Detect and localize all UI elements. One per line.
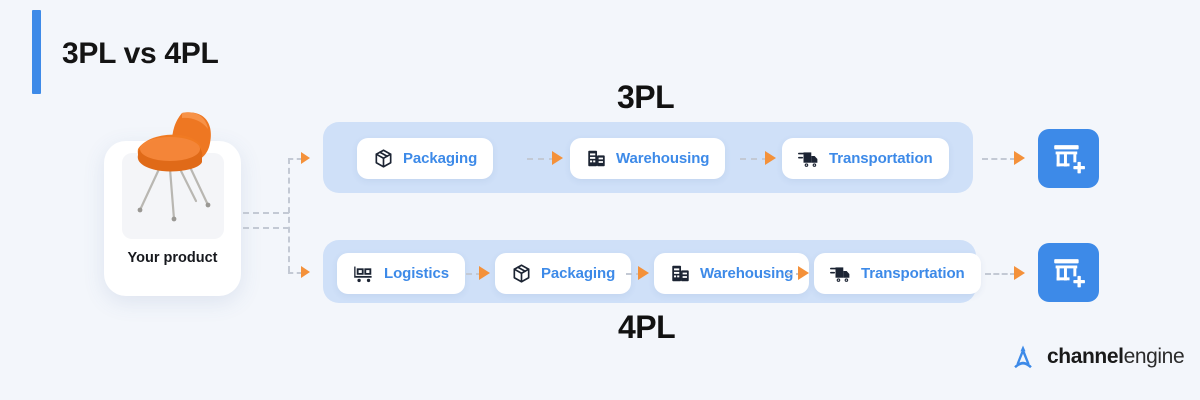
connector-3pl-1: [527, 158, 555, 160]
step-chip-warehousing-4pl[interactable]: Warehousing: [654, 253, 810, 294]
connector-4pl-1: [466, 273, 482, 275]
step-chip-transportation-3pl[interactable]: Transportation: [782, 138, 949, 179]
connector-3pl-dest: [982, 158, 1016, 160]
connector-product-bottom: [243, 227, 289, 229]
step-label: Warehousing: [700, 265, 794, 282]
connector-4pl-2: [626, 273, 642, 275]
channelengine-logo-icon: [1014, 345, 1032, 369]
page-title: 3PL vs 4PL: [62, 37, 219, 70]
step-chip-packaging-4pl[interactable]: Packaging: [495, 253, 632, 294]
arrow-4pl-1: [479, 266, 490, 280]
step-chip-warehousing-3pl[interactable]: Warehousing: [570, 138, 726, 179]
arrow-3pl-1: [552, 151, 563, 165]
connector-product-top: [243, 212, 289, 214]
step-chip-packaging-3pl[interactable]: Packaging: [357, 138, 494, 179]
step-label: Packaging: [403, 150, 478, 167]
step-chip-logistics-4pl[interactable]: Logistics: [337, 253, 465, 294]
connector-4pl-3: [786, 273, 802, 275]
brand-name-light: engine: [1123, 345, 1185, 368]
connector-4pl-dest: [985, 273, 1016, 275]
step-label: Warehousing: [616, 150, 710, 167]
package-box-icon: [375, 149, 392, 168]
arrow-into-4pl: [301, 266, 310, 278]
step-label: Packaging: [541, 265, 616, 282]
connector-3pl-2: [740, 158, 768, 160]
arrow-3pl-2: [765, 151, 776, 165]
arrow-4pl-3: [798, 266, 809, 280]
package-box-icon: [513, 264, 530, 283]
delivery-truck-icon: [830, 266, 850, 282]
brand-name-bold: channel: [1047, 345, 1124, 368]
connector-branch-4pl: [288, 272, 302, 274]
warehouse-building-icon: [672, 265, 689, 282]
section-heading-4pl: 4PL: [618, 309, 676, 345]
product-card: Your product: [104, 141, 241, 296]
storefront-add-icon: [1053, 144, 1085, 173]
connector-branch-3pl: [288, 158, 302, 160]
title-accent-bar: [32, 10, 41, 94]
brand-name: channelengine: [1047, 345, 1185, 369]
arrow-4pl-dest: [1014, 266, 1025, 280]
step-label: Logistics: [384, 265, 449, 282]
section-heading-3pl: 3PL: [617, 79, 675, 115]
arrow-3pl-dest: [1014, 151, 1025, 165]
destination-marketplace-3pl[interactable]: [1038, 129, 1099, 188]
product-image-frame: [122, 153, 224, 239]
step-label: Transportation: [861, 265, 965, 282]
step-chip-transportation-4pl[interactable]: Transportation: [814, 253, 981, 294]
arrow-4pl-2: [638, 266, 649, 280]
warehouse-building-icon: [588, 150, 605, 167]
step-label: Transportation: [829, 150, 933, 167]
logistics-cart-icon: [354, 266, 372, 282]
storefront-add-icon: [1053, 258, 1085, 287]
destination-marketplace-4pl[interactable]: [1038, 243, 1099, 302]
connector-trunk-vertical: [288, 158, 290, 272]
arrow-into-3pl: [301, 152, 310, 164]
brand-logo: channelengine: [1008, 342, 1185, 372]
delivery-truck-icon: [798, 151, 818, 167]
product-label: Your product: [127, 250, 218, 266]
